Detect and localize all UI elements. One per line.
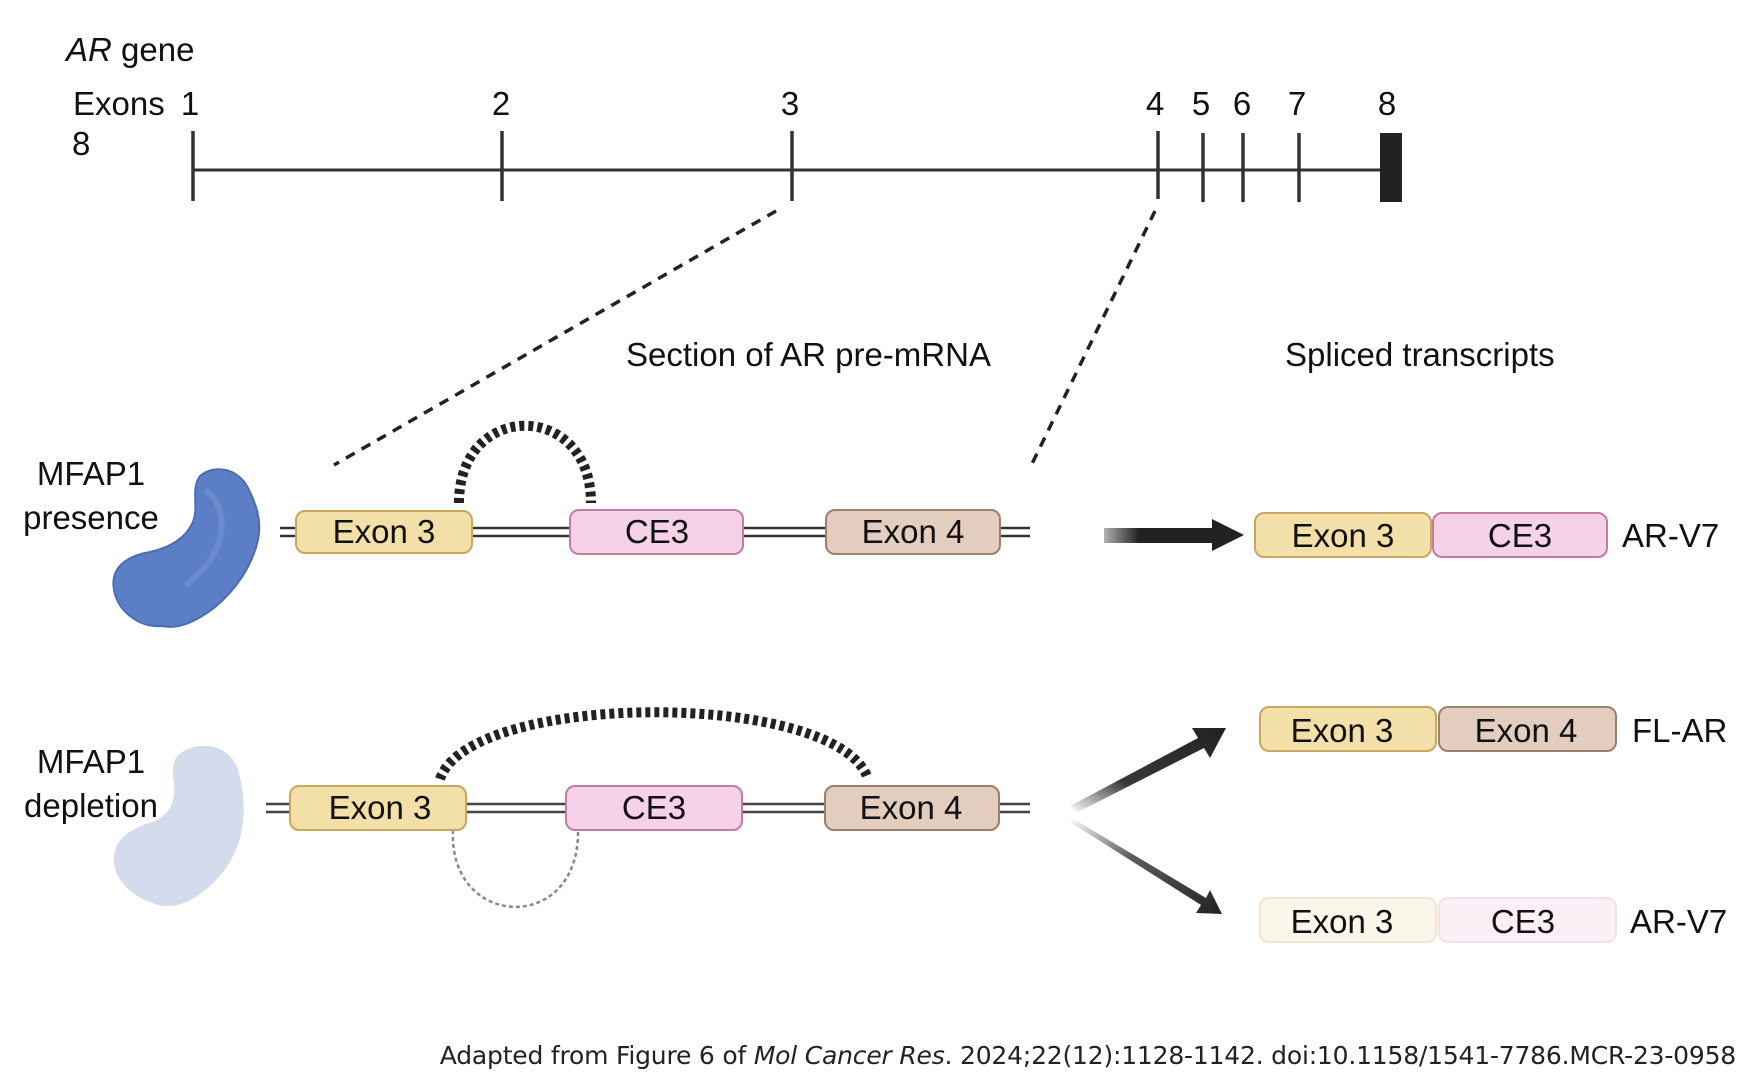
exon-number-7: 7 <box>1288 85 1306 122</box>
ar-v7-faded-exon3-label: Exon 3 <box>1291 903 1394 940</box>
premrna2-ce3-box <box>565 785 743 831</box>
premrna-exon3-box <box>295 510 473 554</box>
ar-v7-faded-exon3-box <box>1259 897 1437 943</box>
depletion-label-line2: depletion <box>24 787 158 824</box>
exon-number-6: 6 <box>1233 85 1251 122</box>
splice-arrow-up <box>1070 728 1226 812</box>
exon-block-8 <box>1380 133 1402 202</box>
splice-arrow-down <box>1070 818 1222 914</box>
splice-loop-faint <box>451 829 580 909</box>
row-depletion: MFAP1 depletion Exon 3 CE3 Exon 4 Exon 3… <box>24 706 1727 943</box>
product-name-fl-ar: FL-AR <box>1632 712 1727 749</box>
fl-ar-exon4-label: Exon 4 <box>1475 712 1578 749</box>
citation-suffix: . 2024;22(12):1128-1142. doi:10.1158/154… <box>944 1041 1737 1070</box>
premrna2-ce3-label: CE3 <box>622 789 686 826</box>
product-exon3-label: Exon 3 <box>1292 517 1395 554</box>
premrna-exon4-box <box>825 509 1001 555</box>
fl-ar-exon3-box <box>1259 706 1437 752</box>
row-presence: MFAP1 presence Exon 3 CE3 Exon 4 Exon 3 … <box>23 420 1719 628</box>
splice-arc-exon3-ce3 <box>454 420 596 504</box>
premrna2-exon4-label: Exon 4 <box>860 789 963 826</box>
exon-ticks <box>191 131 1402 202</box>
premrna2-exon3-box <box>289 785 467 831</box>
fl-ar-exon3-label: Exon 3 <box>1291 712 1394 749</box>
exons-label: Exons <box>73 85 165 122</box>
premrna2-exon3-label: Exon 3 <box>329 789 432 826</box>
premrna-ce3-box <box>569 509 744 555</box>
product-ce3-box <box>1432 512 1608 558</box>
exon-number-5: 5 <box>1192 85 1210 122</box>
ar-v7-faded-ce3-box <box>1438 897 1617 943</box>
product-ce3-label: CE3 <box>1488 517 1552 554</box>
depletion-label-line1: MFAP1 <box>37 743 145 780</box>
exon-number-1: 1 <box>181 85 199 122</box>
splice-arrow-right <box>1104 519 1244 551</box>
exon-number-3: 3 <box>781 85 799 122</box>
premrna-ce3-label: CE3 <box>625 513 689 550</box>
premrna-exon3-label: Exon 3 <box>333 513 436 550</box>
presence-label-line2: presence <box>23 499 159 536</box>
product-fl-ar: Exon 3 Exon 4 FL-AR <box>1259 706 1727 752</box>
product-name-ar-v7: AR-V7 <box>1622 517 1719 554</box>
exon-number-8: 8 <box>1378 85 1396 122</box>
zoom-line-right <box>1027 210 1157 471</box>
splice-arc-exon3-exon4 <box>435 707 873 782</box>
exons-overflow-label: 8 <box>72 125 90 162</box>
product-ar-v7-presence: Exon 3 CE3 AR-V7 <box>1254 512 1719 558</box>
protein-highlight <box>183 487 225 588</box>
exon-number-4: 4 <box>1146 85 1164 122</box>
exon-number-2: 2 <box>492 85 510 122</box>
citation-prefix: Adapted from Figure 6 of <box>439 1041 754 1070</box>
premrna-exon4-label: Exon 4 <box>862 513 965 550</box>
presence-label-line1: MFAP1 <box>37 455 145 492</box>
product-exon3-box <box>1254 512 1432 558</box>
zoom-line-left <box>333 209 777 467</box>
citation: Adapted from Figure 6 of Mol Cancer Res.… <box>440 1041 1736 1070</box>
product-name-ar-v7-2: AR-V7 <box>1630 903 1727 940</box>
mfap1-protein-faded-icon <box>113 745 244 907</box>
exon-numbers: 1 2 3 4 5 6 7 8 <box>181 85 1396 122</box>
fl-ar-exon4-box <box>1438 706 1617 752</box>
heading-premrna: Section of AR pre-mRNA <box>626 336 991 373</box>
mfap1-protein-icon <box>112 468 261 628</box>
gene-title: AR gene <box>64 31 194 68</box>
ar-v7-faded-ce3-label: CE3 <box>1491 903 1555 940</box>
heading-spliced: Spliced transcripts <box>1285 336 1555 373</box>
citation-journal: Mol Cancer Res <box>753 1041 945 1070</box>
product-ar-v7-faded: Exon 3 CE3 AR-V7 <box>1259 897 1727 943</box>
premrna2-exon4-box <box>824 785 1000 831</box>
